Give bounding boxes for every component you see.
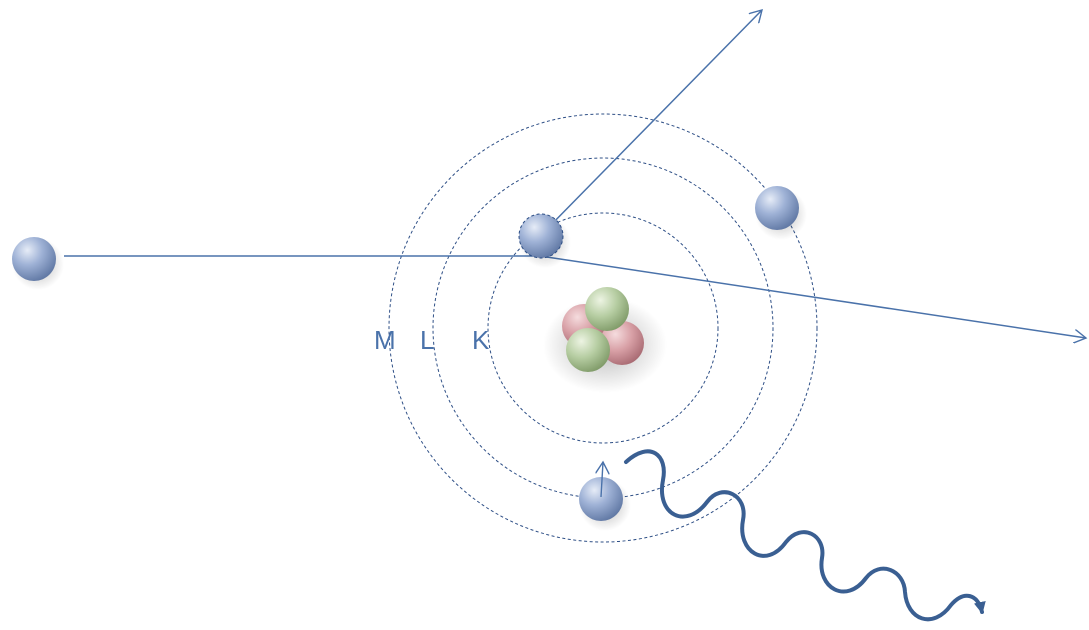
shell-m: [388, 113, 818, 543]
outer-electron: [755, 186, 807, 240]
neutron-icon: [585, 287, 629, 331]
electron-icon: [755, 186, 799, 230]
scattered-electron-track: [539, 255, 1086, 338]
vacancy-electron: [518, 213, 571, 268]
shell-label-k: K: [472, 325, 490, 355]
incoming-electron: [12, 237, 64, 290]
electron-icon: [519, 214, 563, 258]
photon-wave-icon: [624, 449, 986, 622]
neutron-icon: [566, 328, 610, 372]
ejected-electron-track: [545, 10, 762, 231]
shell-label-l: L: [420, 325, 434, 355]
transition-arrow: [601, 462, 603, 498]
proton-icon: [600, 321, 644, 365]
transition-electron: [579, 477, 631, 531]
electron-icon: [579, 477, 623, 521]
shell-k: [487, 212, 719, 444]
electron-icon: [12, 237, 56, 281]
nucleus: [543, 287, 667, 393]
shell-label-m: M: [374, 325, 396, 355]
